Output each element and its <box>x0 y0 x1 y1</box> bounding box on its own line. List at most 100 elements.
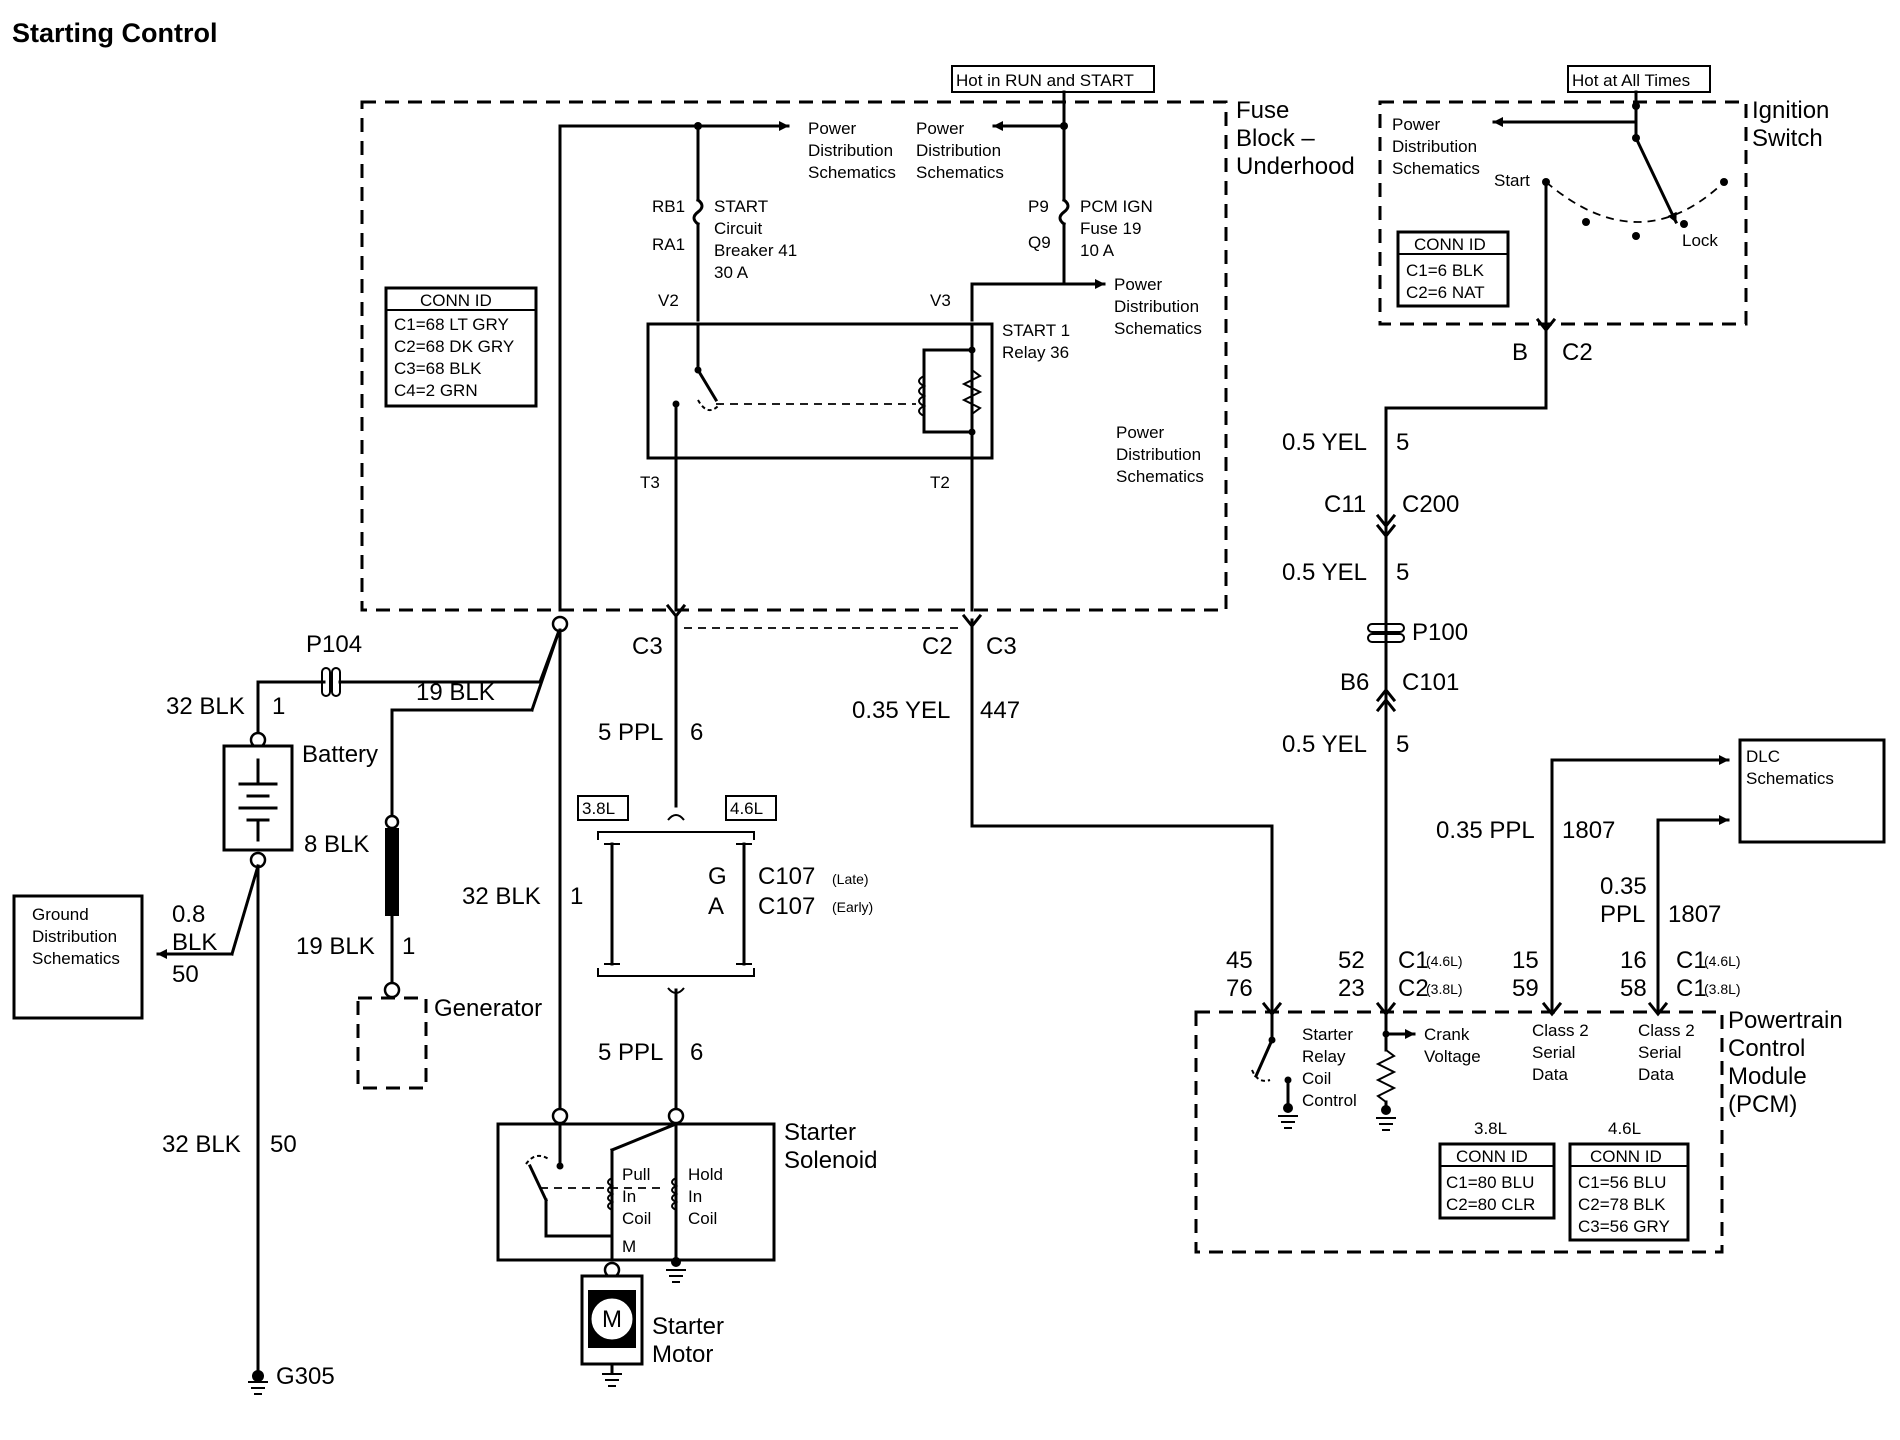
svg-text:(4.6L): (4.6L) <box>1426 953 1463 969</box>
svg-text:Starter: Starter <box>1302 1025 1353 1044</box>
g305-label: G305 <box>276 1363 335 1390</box>
svg-text:Control: Control <box>1302 1091 1357 1110</box>
p104-label: P104 <box>306 631 362 658</box>
svg-text:(3.8L): (3.8L) <box>1426 981 1463 997</box>
pcm-ign-fuse-label: 10 A <box>1080 241 1115 260</box>
fuse-conn-id-table: CONN ID C1=68 LT GRY C2=68 DK GRY C3=68 … <box>384 286 538 408</box>
svg-text:4.6L: 4.6L <box>1608 1119 1641 1138</box>
pds-label-2: Power <box>916 119 965 138</box>
start-circuit-breaker-label: Circuit <box>714 219 762 238</box>
svg-text:0.35 PPL: 0.35 PPL <box>1436 817 1535 844</box>
crank-wire: B C2 0.5 YEL 5 C11 C200 0.5 YEL 5 P100 B… <box>1282 317 1593 1012</box>
start-relay <box>646 322 994 460</box>
svg-text:C11: C11 <box>1324 491 1366 518</box>
pcm-ign-fuse-label: PCM IGN <box>1080 197 1153 216</box>
svg-text:C2: C2 <box>922 633 953 660</box>
start-circuit-breaker-label: Breaker 41 <box>714 241 797 260</box>
svg-text:1: 1 <box>402 933 415 960</box>
svg-text:Starter: Starter <box>652 1313 724 1340</box>
pin-t3: T3 <box>640 473 660 492</box>
svg-text:(Early): (Early) <box>832 899 873 915</box>
svg-text:(3.8L): (3.8L) <box>1704 981 1741 997</box>
pds-label-1: Distribution <box>808 141 893 160</box>
svg-text:(4.6L): (4.6L) <box>1704 953 1741 969</box>
svg-text:PPL: PPL <box>1600 901 1645 928</box>
fuse-block-underhood: Fuse Block – Underhood Hot in RUN and ST… <box>360 65 1355 612</box>
pcm: Powertrain Control Module (PCM) 45 76 52… <box>1194 947 1843 1254</box>
hot-all-times-box <box>1567 65 1711 93</box>
svg-text:DLC: DLC <box>1746 747 1780 766</box>
svg-text:Crank: Crank <box>1424 1025 1470 1044</box>
start-circuit-breaker-label: 30 A <box>714 263 749 282</box>
svg-text:58: 58 <box>1620 975 1647 1002</box>
svg-text:447: 447 <box>980 697 1020 724</box>
svg-text:Class 2: Class 2 <box>1638 1021 1695 1040</box>
svg-text:32 BLK: 32 BLK <box>162 1131 241 1158</box>
pds-label-2: Schematics <box>916 163 1004 182</box>
tag-4-6l: 4.6L <box>730 799 763 818</box>
pds-label-2: Distribution <box>916 141 1001 160</box>
relay-control-wire: C2 C3 0.35 YEL 447 <box>852 613 1274 1012</box>
pcm-ign-fuse-label: Fuse 19 <box>1080 219 1141 238</box>
svg-text:C200: C200 <box>1402 491 1459 518</box>
svg-text:45: 45 <box>1226 947 1253 974</box>
svg-text:BLK: BLK <box>172 929 217 956</box>
svg-text:5: 5 <box>1396 429 1409 456</box>
fuse-block-label: Fuse <box>1236 97 1289 124</box>
svg-text:C4=2 GRN: C4=2 GRN <box>394 381 478 400</box>
svg-text:0.8: 0.8 <box>172 901 205 928</box>
svg-text:C1: C1 <box>1676 947 1707 974</box>
svg-text:0.35: 0.35 <box>1600 873 1647 900</box>
svg-text:C2=78 BLK: C2=78 BLK <box>1578 1195 1666 1214</box>
svg-text:Module: Module <box>1728 1063 1807 1090</box>
ign-conn-id-table: CONN ID C1=6 BLK C2=6 NAT <box>1396 230 1510 308</box>
hot-run-start-box <box>951 65 1155 93</box>
svg-text:8 BLK: 8 BLK <box>304 831 369 858</box>
pcm-conn-id-3-8l: 3.8L CONN ID C1=80 BLU C2=80 CLR <box>1438 1119 1556 1220</box>
svg-text:Class 2: Class 2 <box>1532 1021 1589 1040</box>
dlc-box: DLC Schematics 0.35 PPL 1807 0.35 PPL 18… <box>1436 738 1886 1012</box>
pds-label-3: Schematics <box>1114 319 1202 338</box>
ground-distribution-box <box>12 894 144 1020</box>
svg-text:0.5 YEL: 0.5 YEL <box>1282 731 1367 758</box>
svg-text:Solenoid: Solenoid <box>784 1147 877 1174</box>
start-relay-label: START 1 <box>1002 321 1070 340</box>
svg-text:Schematics: Schematics <box>32 949 120 968</box>
pds-label-3: Distribution <box>1114 297 1199 316</box>
svg-text:Serial: Serial <box>1638 1043 1681 1062</box>
svg-text:6: 6 <box>690 1039 703 1066</box>
svg-text:19 BLK: 19 BLK <box>416 679 495 706</box>
svg-text:In: In <box>622 1187 636 1206</box>
svg-text:Ground: Ground <box>32 905 89 924</box>
pin-t2: T2 <box>930 473 950 492</box>
fuse-block-label: Block – <box>1236 125 1315 152</box>
svg-text:Schematics: Schematics <box>1392 159 1480 178</box>
svg-text:5: 5 <box>1396 559 1409 586</box>
svg-text:5 PPL: 5 PPL <box>598 1039 663 1066</box>
pin-p9: P9 <box>1028 197 1049 216</box>
svg-text:16: 16 <box>1620 947 1647 974</box>
svg-text:1807: 1807 <box>1668 901 1721 928</box>
pds-label-4: Distribution <box>1116 445 1201 464</box>
start-circuit-breaker-label: START <box>714 197 768 216</box>
svg-text:C3=56 GRY: C3=56 GRY <box>1578 1217 1670 1236</box>
page-title: Starting Control <box>12 18 217 48</box>
svg-text:59: 59 <box>1512 975 1539 1002</box>
svg-text:Serial: Serial <box>1532 1043 1575 1062</box>
ignition-switch: Ignition Switch Hot at All Times Power D… <box>1378 65 1829 326</box>
pds-label-4: Schematics <box>1116 467 1204 486</box>
pin-ra1: RA1 <box>652 235 685 254</box>
svg-text:Relay: Relay <box>1302 1047 1346 1066</box>
svg-text:M: M <box>622 1237 636 1256</box>
starter-solenoid: Starter Solenoid Pull In Coil Hold In Co… <box>496 1107 877 1283</box>
svg-text:Power: Power <box>1392 115 1441 134</box>
svg-text:Starter: Starter <box>784 1119 856 1146</box>
battery-circuit: P104 32 BLK 1 Battery G305 32 BLK 50 Gro… <box>12 615 583 1395</box>
svg-text:Hot at All Times: Hot at All Times <box>1572 71 1690 90</box>
starter-motor: M Starter Motor <box>580 1261 724 1387</box>
svg-text:5: 5 <box>1396 731 1409 758</box>
motor-m-label: M <box>602 1306 622 1333</box>
svg-text:B: B <box>1512 339 1528 366</box>
svg-text:C1=6 BLK: C1=6 BLK <box>1406 261 1485 280</box>
